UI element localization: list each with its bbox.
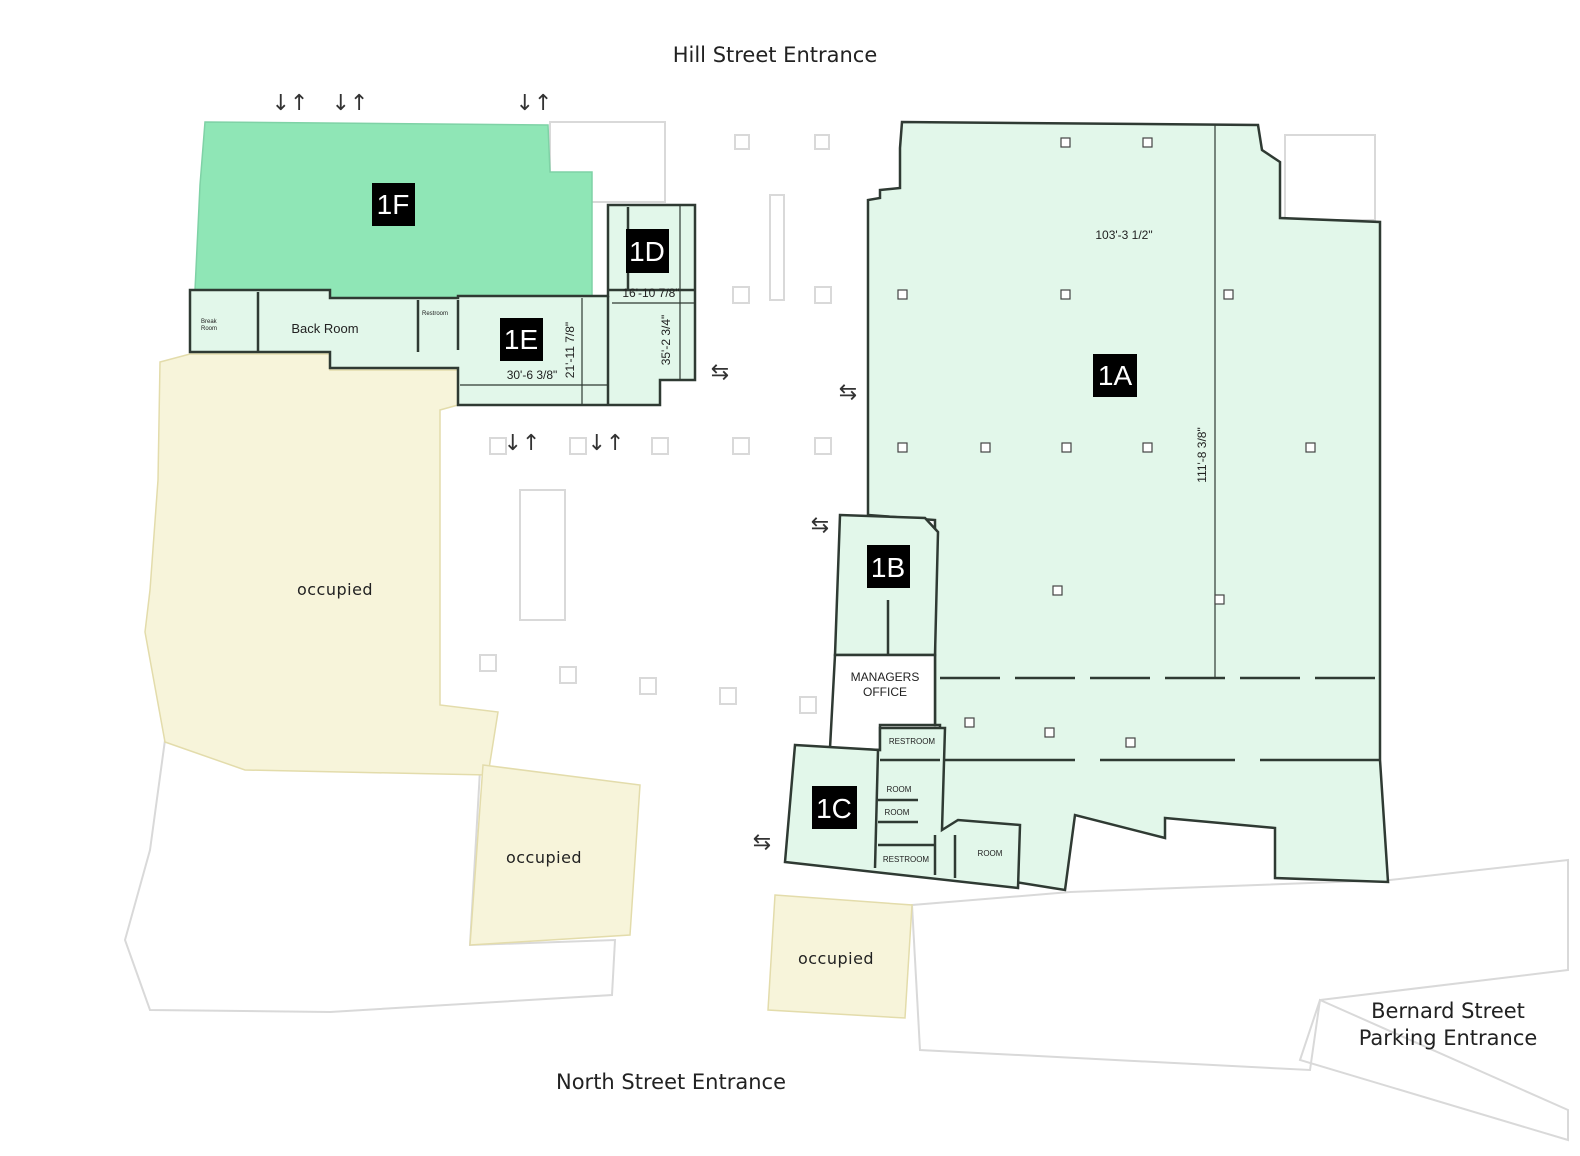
- badge-1D: 1D: [626, 229, 669, 273]
- back-room-label: Back Room: [291, 321, 358, 336]
- occupied-space-south: [469, 764, 641, 946]
- break-room-label: Room: [201, 326, 217, 332]
- unit-1C[interactable]: [783, 726, 1022, 890]
- svg-text:1B: 1B: [871, 552, 905, 583]
- 1D-width-dimension: 16'-10 7/8": [622, 286, 679, 300]
- restroom-label: RESTROOM: [883, 855, 930, 864]
- break-room-label: Break: [201, 319, 218, 325]
- two-way-arrow-icon: ↓↑: [516, 91, 553, 116]
- svg-text:1D: 1D: [629, 236, 665, 267]
- managers-office-label: OFFICE: [863, 685, 907, 699]
- svg-text:1F: 1F: [377, 189, 410, 220]
- svg-text:1E: 1E: [504, 324, 538, 355]
- room-label: ROOM: [978, 849, 1003, 858]
- room-label: ROOM: [887, 785, 912, 794]
- two-way-arrow-icon: ⇆: [711, 360, 729, 385]
- restroom-label: RESTROOM: [889, 737, 936, 746]
- room-label: ROOM: [885, 808, 910, 817]
- 1A-width-dimension: 103'-3 1/2": [1095, 228, 1152, 242]
- occupied-label: occupied: [297, 580, 373, 599]
- parking-entrance-label: Parking Entrance: [1359, 1026, 1538, 1050]
- badge-1A: 1A: [1093, 354, 1137, 397]
- unit-1E[interactable]: [188, 203, 697, 407]
- 1E-depth-dimension: 21'-11 7/8": [563, 322, 577, 378]
- two-way-arrow-icon: ⇆: [811, 513, 829, 538]
- two-way-arrow-icon: ⇆: [839, 380, 857, 405]
- restroom-label: Restroom: [422, 311, 448, 317]
- badge-1F: 1F: [372, 183, 415, 226]
- two-way-arrow-icon: ↓↑: [504, 431, 541, 456]
- door-arrows: ↓↑ ↓↑ ↓↑ ↓↑ ↓↑ ⇆ ⇆ ⇆ ⇆: [272, 91, 858, 855]
- hill-street-entrance-label: Hill Street Entrance: [673, 43, 878, 67]
- 1D-depth-dimension: 35'-2 3/4": [659, 315, 673, 366]
- badge-1E: 1E: [500, 318, 543, 361]
- managers-office-label: MANAGERS: [851, 670, 920, 684]
- two-way-arrow-icon: ↓↑: [332, 91, 369, 116]
- background-outlines: [123, 121, 1569, 1142]
- svg-text:1A: 1A: [1098, 360, 1133, 391]
- two-way-arrow-icon: ↓↑: [588, 431, 625, 456]
- 1A-depth-dimension: 111'-8 3/8": [1195, 427, 1209, 482]
- badge-1C: 1C: [812, 786, 857, 829]
- 1A-columns: [882, 137, 1316, 748]
- unit-1A[interactable]: [866, 120, 1390, 892]
- badge-1B: 1B: [867, 545, 910, 588]
- occupied-label: occupied: [506, 848, 582, 867]
- two-way-arrow-icon: ↓↑: [272, 91, 309, 116]
- bernard-street-label: Bernard Street: [1371, 999, 1525, 1023]
- 1E-width-dimension: 30'-6 3/8": [507, 368, 558, 382]
- north-street-entrance-label: North Street Entrance: [556, 1070, 786, 1094]
- column-markers: [479, 286, 832, 714]
- occupied-space-southeast: [767, 894, 913, 1019]
- svg-text:1C: 1C: [816, 793, 852, 824]
- occupied-space-west: [144, 353, 499, 776]
- occupied-label: occupied: [798, 949, 874, 968]
- two-way-arrow-icon: ⇆: [753, 830, 771, 855]
